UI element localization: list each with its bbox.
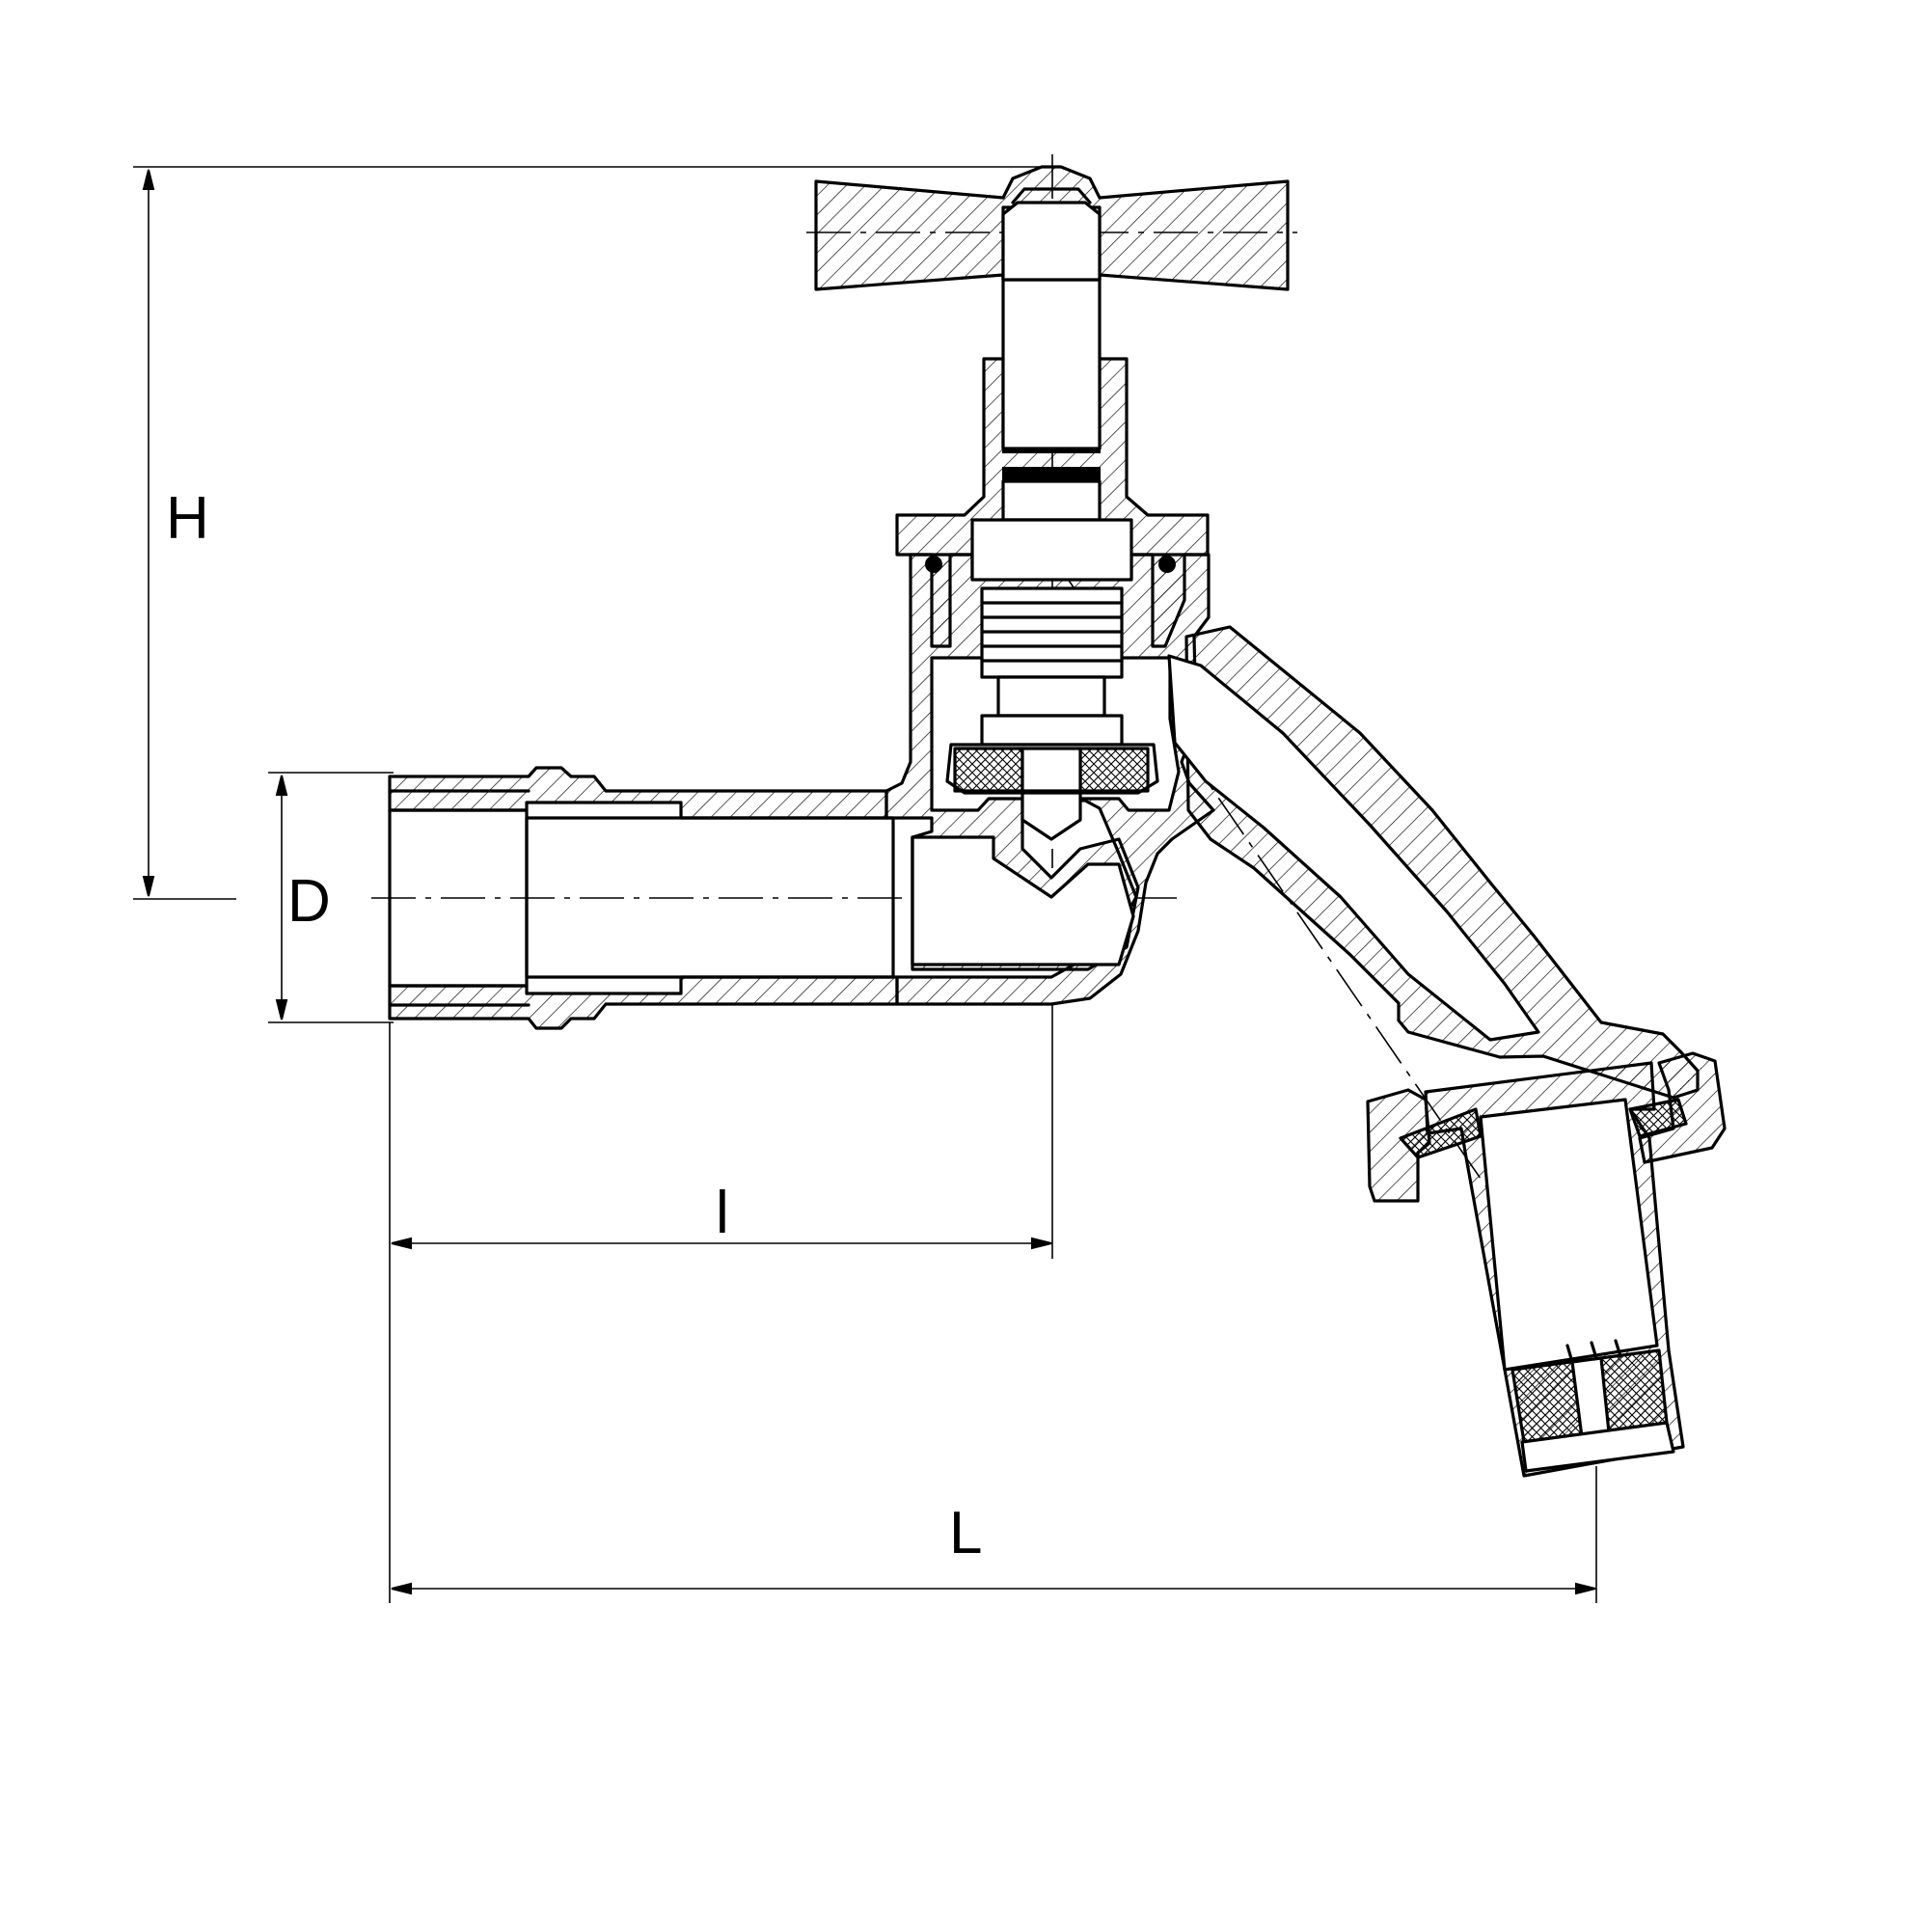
washer-right [1078, 747, 1150, 793]
valve-seat-passage [911, 835, 1135, 966]
handle-screw-head [1011, 187, 1092, 204]
inlet-bore [525, 816, 895, 979]
hose-connector [1366, 1051, 1727, 1478]
seal-left [925, 556, 942, 573]
cross-handle [814, 165, 1290, 291]
d-arrow-top [275, 775, 288, 796]
spindle-mid [1001, 479, 1102, 522]
h-label: H [166, 485, 209, 552]
seal-right [1158, 556, 1176, 573]
d-arrow-bottom [275, 999, 288, 1020]
spout [1167, 625, 1700, 1100]
spindle-hex [970, 518, 1133, 582]
thread-lines [388, 789, 531, 1007]
washer-screw [1020, 747, 1082, 793]
l-arrow-left [391, 1237, 412, 1250]
l-total-label: L [949, 1500, 982, 1566]
l-total-arrow-right [1575, 1582, 1596, 1595]
spindle-neck [996, 675, 1106, 718]
l-arrow-right [1031, 1237, 1052, 1250]
spout-wall [1184, 625, 1700, 1100]
dimension-d: D [268, 772, 394, 1023]
l-total-arrow-left [391, 1582, 412, 1595]
inlet-lower-wall [388, 975, 899, 1030]
washer-left [953, 747, 1024, 793]
valve-disc [945, 743, 1159, 841]
seal-ring-lower [1002, 467, 1101, 482]
l-label: l [716, 1180, 729, 1246]
disc-tip [1020, 791, 1082, 841]
dimension-l-small: l [389, 1003, 1053, 1603]
spindle-thread-lines [980, 601, 1124, 663]
connector-outlet [1520, 1421, 1675, 1473]
spindle-collar [980, 714, 1124, 747]
dimension-l-total: L [391, 1466, 1597, 1603]
connector-bore [1479, 1098, 1659, 1372]
d-label: D [287, 868, 331, 935]
h-arrow-top [142, 169, 155, 190]
handle-hub [1001, 201, 1102, 282]
strainer-ribs [1565, 1339, 1622, 1364]
spout-bore [1167, 654, 1540, 1042]
inlet-pipe [388, 766, 899, 1030]
h-arrow-bottom [142, 876, 155, 897]
dimension-h: H [133, 166, 1051, 900]
